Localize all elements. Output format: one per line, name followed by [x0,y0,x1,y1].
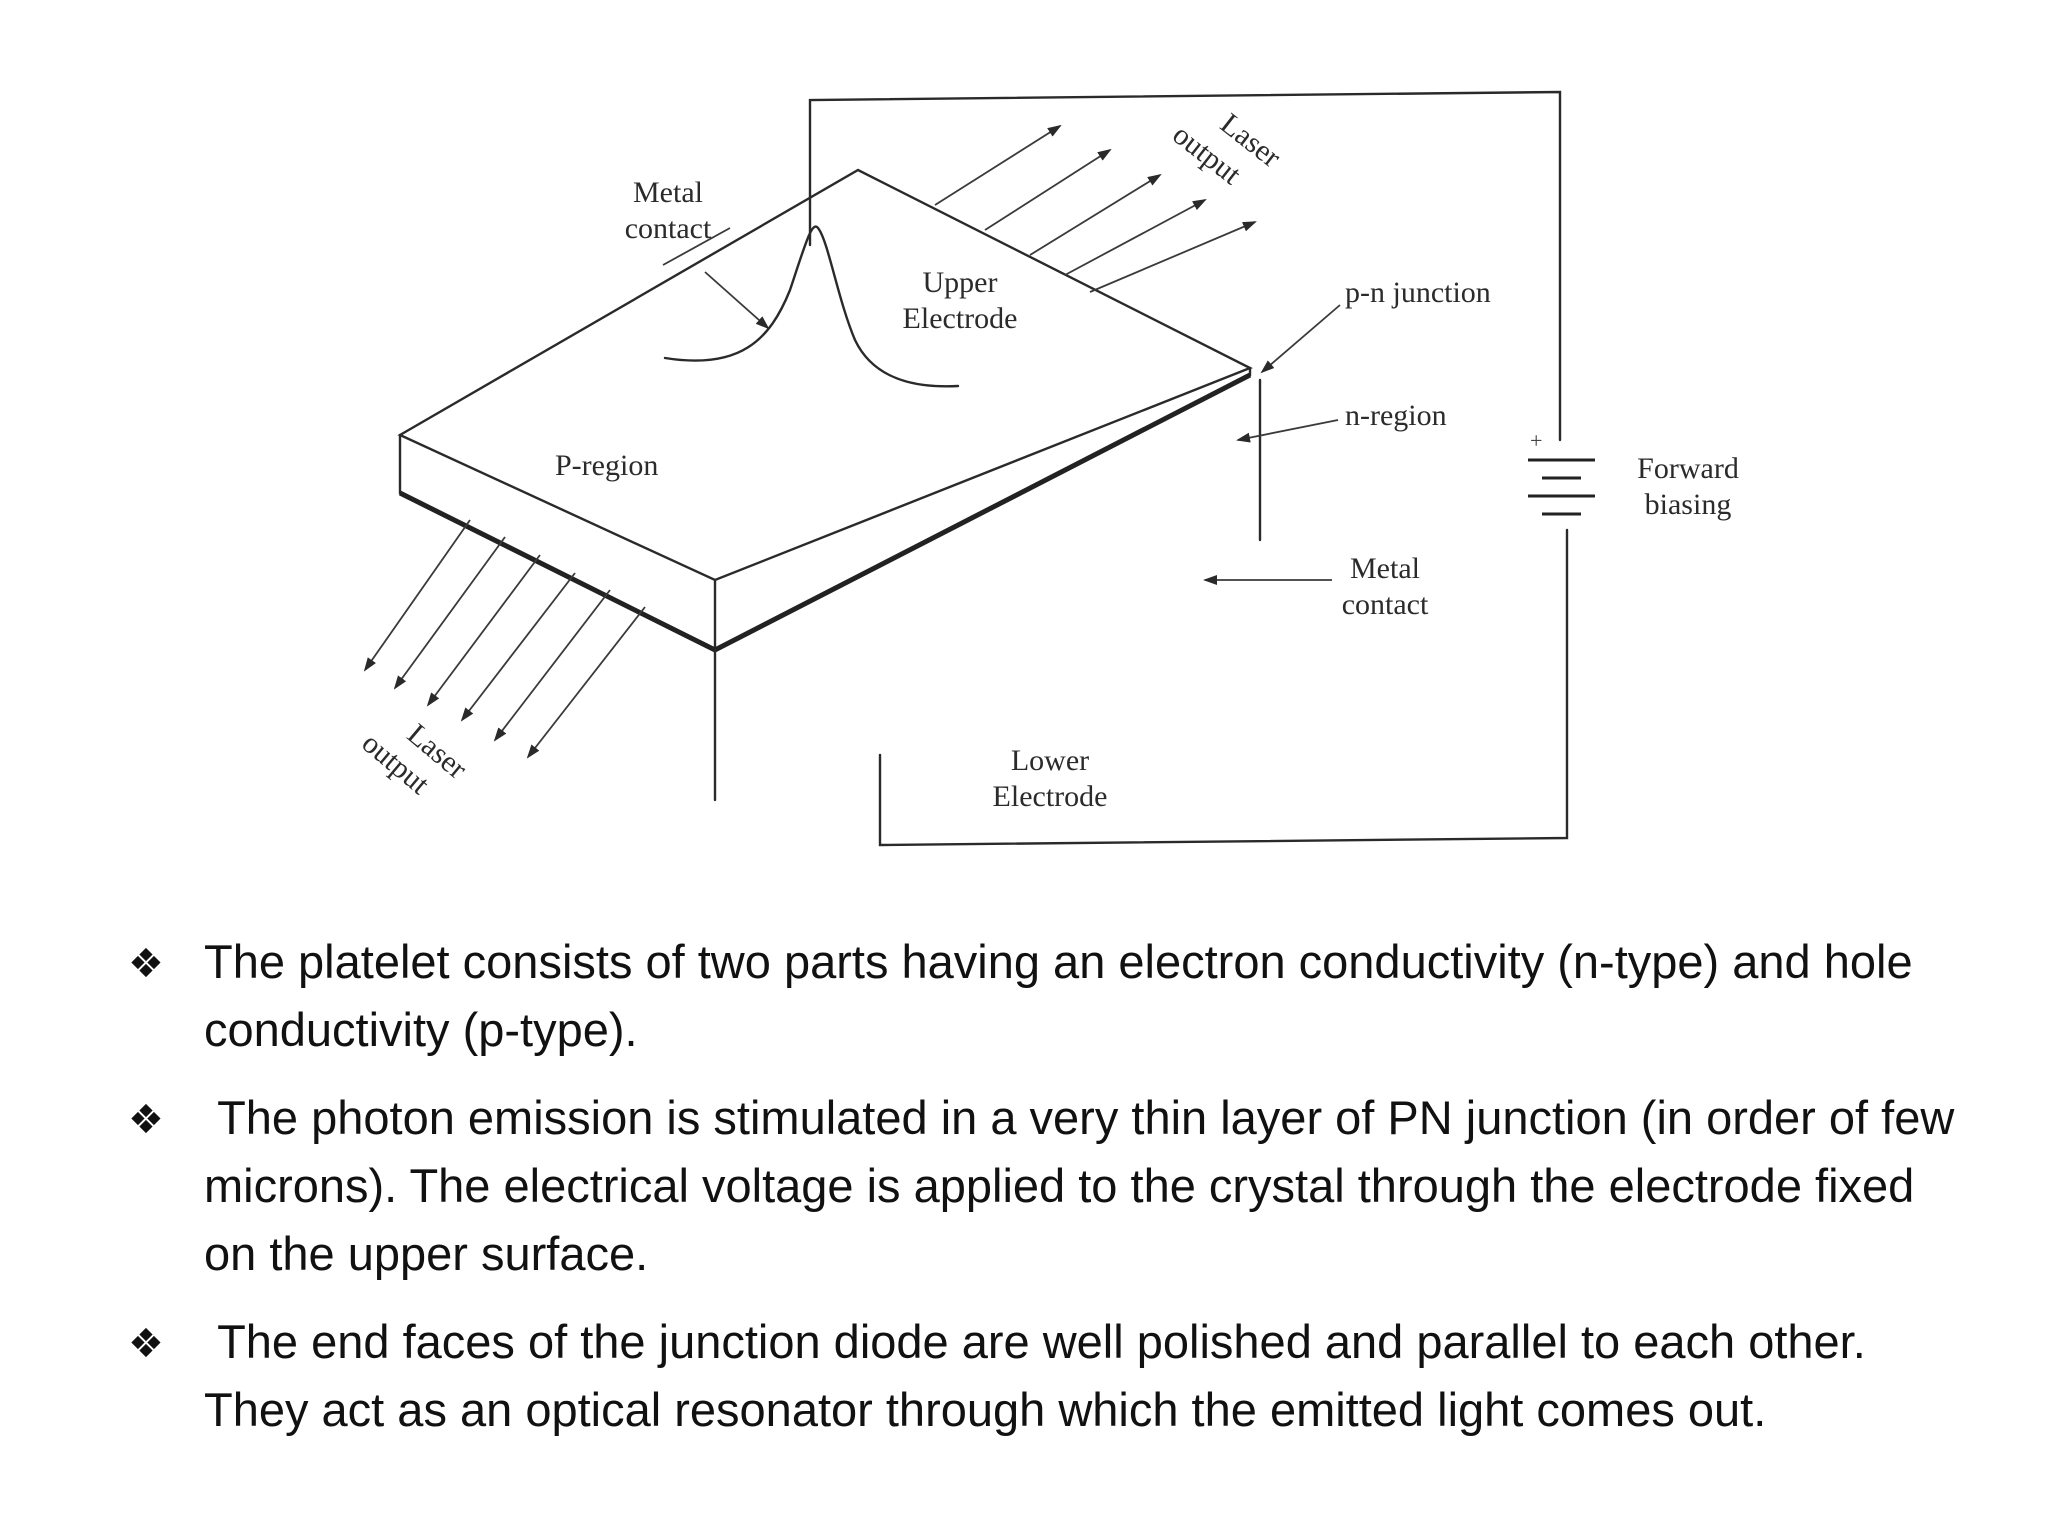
metal-contact-top-label-2: contact [625,212,712,245]
forward-biasing-label-1: Forward [1637,452,1739,485]
metal-contact-arrow [704,271,770,330]
lower-circuit-wire [878,528,1569,847]
circuit-wires: + [808,90,1595,847]
svg-text:+: + [1530,428,1542,453]
bullet-item-2: ❖ The photon emission is stimulated in a… [128,1084,1978,1288]
laser-output-left-label: Laser output [356,717,474,801]
bullet-item-1: ❖ The platelet consists of two parts hav… [128,928,1978,1064]
bullet-item-3: ❖ The end faces of the junction diode ar… [128,1308,1978,1444]
crystal-block [397,168,1262,802]
n-region-label: n-region [1345,399,1447,432]
laser-output-arrows-left [363,519,646,759]
diamond-bullet-icon: ❖ [128,1321,164,1367]
laser-output-arrows-top [934,124,1257,293]
laser-output-top-label: Laser output [1166,107,1287,191]
semiconductor-laser-diagram: + Metal contact Upper Electrode Laser ou… [356,90,1739,847]
lower-electrode-label-1: Lower [1011,744,1089,777]
diamond-bullet-icon: ❖ [128,941,164,987]
diamond-bullet-icon: ❖ [128,1097,164,1143]
forward-biasing-label-2: biasing [1645,488,1732,521]
metal-contact-bottom-label-1: Metal [1350,552,1420,585]
metal-contact-top-label-1: Metal [633,176,703,209]
lower-electrode-label-2: Electrode [993,780,1108,813]
upper-circuit-wire [808,90,1562,442]
bullet-list: ❖ The platelet consists of two parts hav… [128,928,1978,1464]
p-region-label: P-region [555,449,658,482]
crystal-top-face [397,168,1253,582]
upper-electrode-label-1: Upper [923,266,998,299]
metal-contact-leader [662,227,731,266]
bullet-text-1: The platelet consists of two parts havin… [204,935,1913,1056]
upper-electrode-curve [663,225,960,388]
pn-junction-label: p-n junction [1345,276,1491,309]
battery-icon: + [1528,428,1595,516]
bullet-text-3: The end faces of the junction diode are … [204,1315,1878,1436]
pn-junction-pointer [1260,304,1341,374]
pn-junction-layer [398,372,1252,653]
metal-contact-bottom-label-2: contact [1342,588,1429,621]
bullet-text-2: The photon emission is stimulated in a v… [204,1091,1968,1280]
n-region-pointer [1236,419,1339,443]
upper-electrode-label-2: Electrode [903,302,1018,335]
